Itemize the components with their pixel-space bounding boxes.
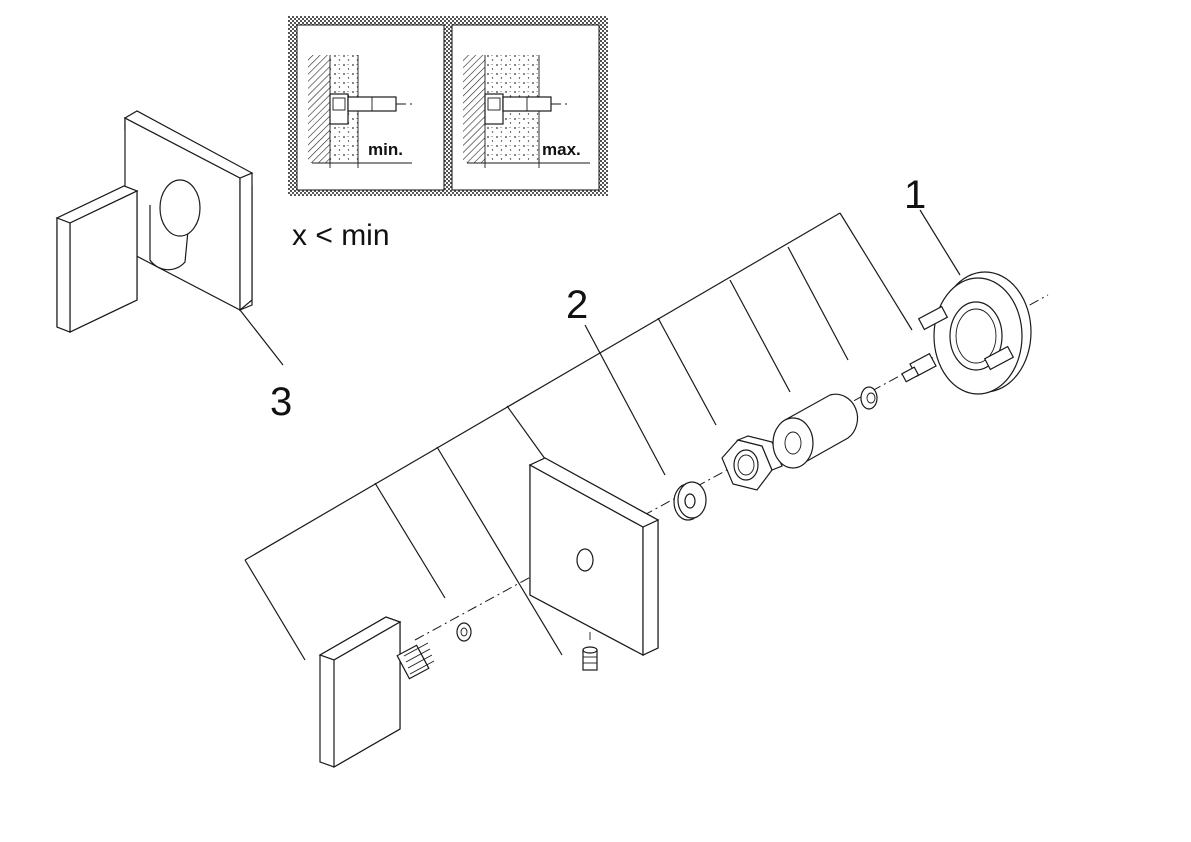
- max-depth-panel: max.: [451, 24, 600, 191]
- max-label: max.: [542, 140, 581, 159]
- leader-part-2: [584, 324, 666, 476]
- wall-hatch: [308, 55, 330, 163]
- part-2-bracket: [244, 212, 913, 661]
- assembled-handle-view: [55, 110, 284, 366]
- callout-1: 1: [904, 173, 926, 217]
- callout-3: 3: [270, 380, 292, 424]
- grub-screw: [582, 632, 598, 671]
- min-depth-panel: min.: [296, 24, 445, 191]
- split-washer: [673, 481, 707, 521]
- extension-sleeve: [772, 393, 859, 469]
- small-washer: [456, 622, 472, 642]
- threaded-flange: [917, 209, 1032, 395]
- min-label: min.: [368, 140, 403, 159]
- install-depth-insets: min. max.: [288, 16, 608, 196]
- cover-plate: [528, 457, 660, 656]
- hex-nut: [721, 435, 783, 491]
- exploded-handle: [318, 616, 435, 769]
- o-ring: [860, 386, 878, 410]
- callout-2: 2: [566, 283, 588, 327]
- wall-hatch: [463, 55, 485, 163]
- leader-part-1: [919, 209, 961, 276]
- adapter-pin: [901, 352, 937, 383]
- depth-condition: x < min: [292, 219, 390, 252]
- leader-part-3: [239, 309, 284, 366]
